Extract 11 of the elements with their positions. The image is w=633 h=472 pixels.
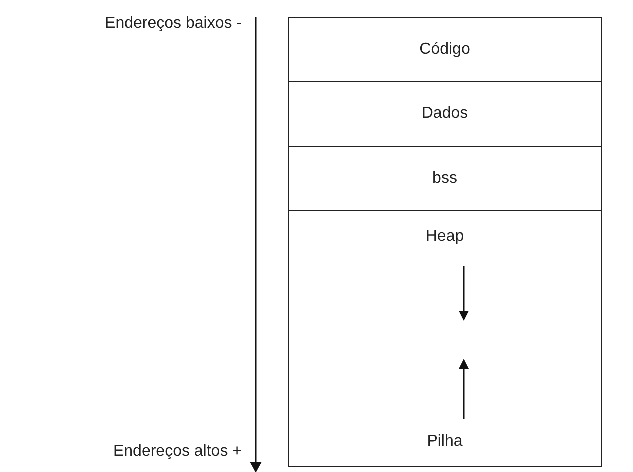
segment-label: Código: [418, 40, 472, 60]
memory-segment: [288, 17, 602, 82]
segment-label: Dados: [420, 104, 470, 124]
segment-label: bss: [432, 168, 458, 188]
memory-segment: [288, 146, 602, 211]
segment-label: Heap: [424, 227, 466, 247]
memory-segment: [288, 81, 602, 147]
axis-label: Endereços altos +: [113, 442, 242, 462]
axis-label: Endereços baixos -: [105, 14, 242, 34]
segment-label: Pilha: [426, 432, 464, 452]
memory-segment: [288, 210, 602, 467]
